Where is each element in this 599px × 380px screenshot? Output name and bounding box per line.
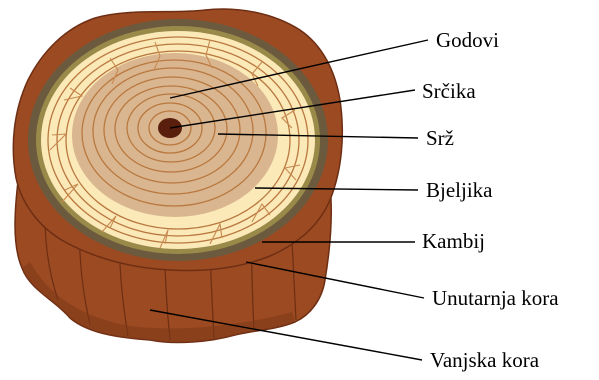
label-srz: Srž bbox=[426, 126, 454, 150]
label-unutarnja-kora: Unutarnja kora bbox=[432, 286, 559, 310]
label-kambij: Kambij bbox=[422, 229, 485, 253]
label-godovi: Godovi bbox=[436, 28, 499, 52]
label-srcika: Srčika bbox=[422, 79, 476, 103]
labels: Godovi Srčika Srž Bjeljika Kambij Unutar… bbox=[422, 28, 559, 372]
label-vanjska-kora: Vanjska kora bbox=[430, 348, 540, 372]
label-bjeljika: Bjeljika bbox=[426, 178, 493, 202]
